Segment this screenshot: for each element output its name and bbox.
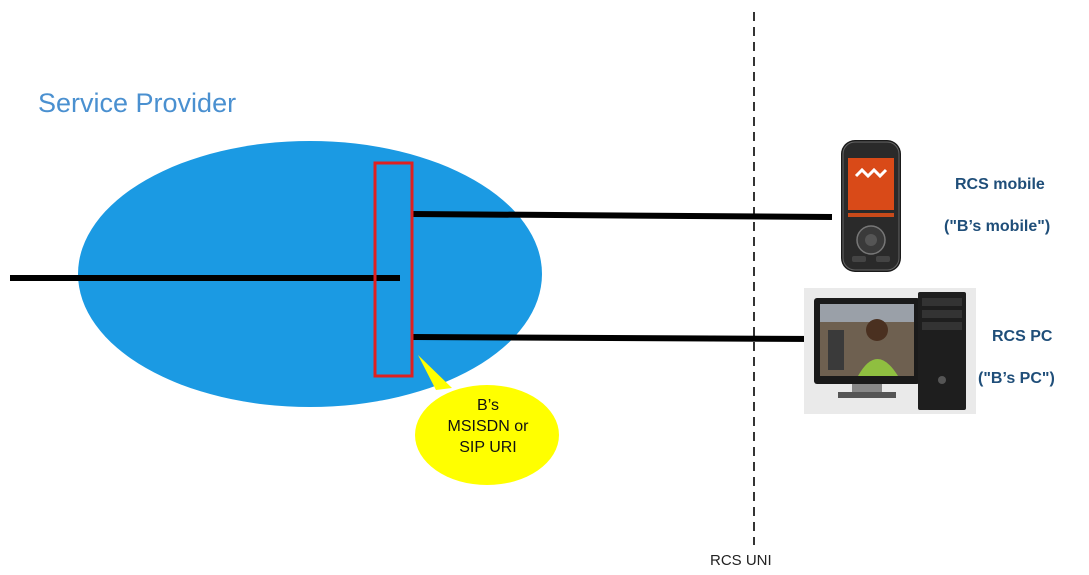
- rcs-uni-label: RCS UNI: [710, 552, 772, 569]
- mobile-connection-line: [411, 211, 833, 220]
- identity-box: [373, 161, 414, 378]
- rcs-pc-label: RCS PC: [992, 328, 1053, 345]
- bubble-line: MSISDN or: [447, 418, 529, 435]
- pc-icon: [804, 288, 976, 414]
- bubble-pointer: [418, 355, 452, 390]
- rcs-mobile-label: RCS mobile: [955, 176, 1045, 193]
- mobile-phone-icon: [841, 140, 901, 272]
- service-provider-label: Service Provider: [38, 88, 237, 118]
- identity-bubble: [415, 385, 559, 485]
- bubble-line: B’s: [477, 397, 499, 414]
- identity-bubble-text: B’s MSISDN or SIP URI: [413, 395, 563, 458]
- bubble-line: SIP URI: [459, 439, 517, 456]
- rcs-pc-sublabel: ("B’s PC"): [978, 370, 1055, 387]
- rcs-mobile-sublabel: ("B’s mobile"): [944, 218, 1051, 235]
- pc-connection-line: [411, 334, 819, 342]
- service-provider-ellipse: [78, 141, 542, 407]
